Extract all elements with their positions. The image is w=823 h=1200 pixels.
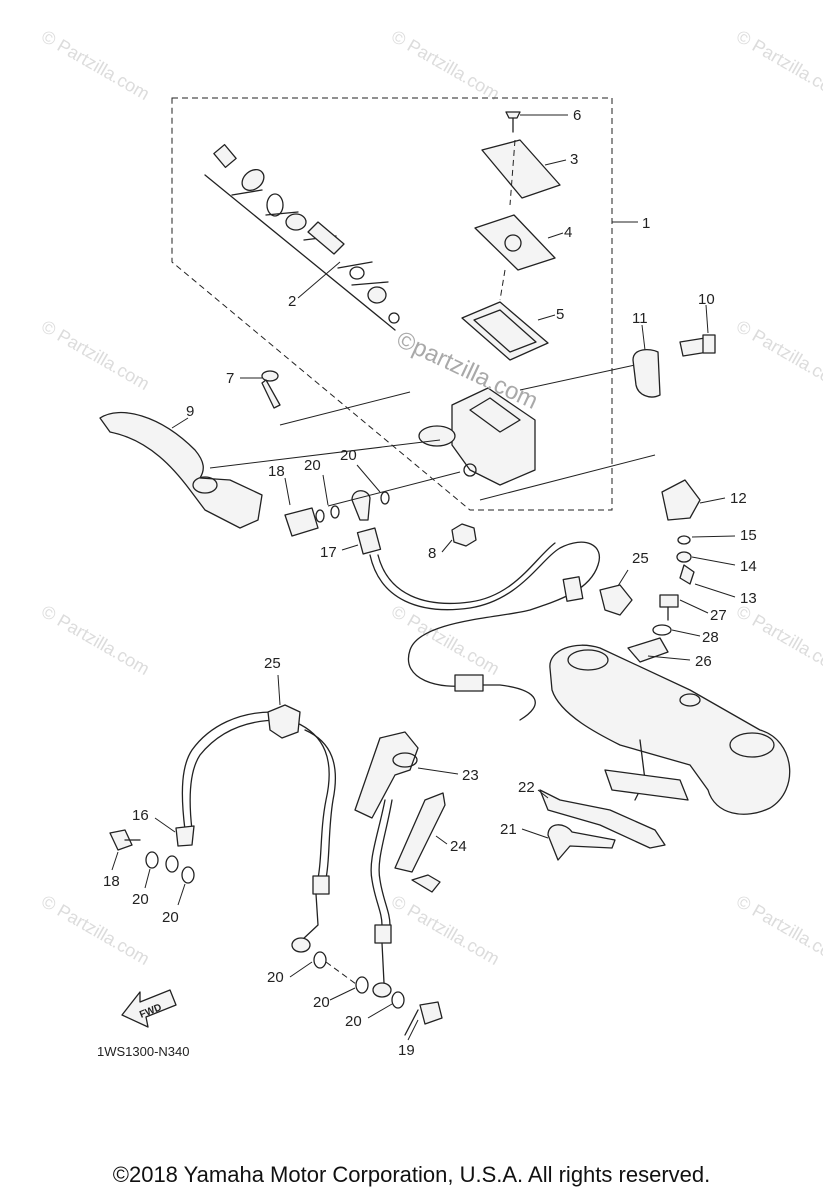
callout-label: 20 xyxy=(304,457,321,474)
hose-joint xyxy=(454,674,484,692)
brake-hose-left xyxy=(154,711,281,847)
watermark: © Partzilla.com xyxy=(388,26,503,104)
banjo-bolt-assembly-upper xyxy=(284,464,461,555)
callout-label: 20 xyxy=(313,994,330,1011)
callout-label: 20 xyxy=(345,1013,362,1030)
callout-labels: 1 2 3 4 5 6 7 8 9 10 11 12 13 14 15 16 1… xyxy=(103,107,757,1059)
callout-label: 26 xyxy=(695,653,712,670)
lower-bracket xyxy=(549,644,791,815)
callout-label: 9 xyxy=(186,403,194,420)
watermark: © Partzilla.com xyxy=(388,601,503,679)
callout-label: 25 xyxy=(632,550,649,567)
diagram-model-code: 1WS1300-N340 xyxy=(97,1044,190,1059)
callout-label: 20 xyxy=(267,969,284,986)
callout-label: 18 xyxy=(268,463,285,480)
reservoir-cap-stack xyxy=(461,111,568,361)
callout-label: 2 xyxy=(288,293,296,310)
callout-label: 11 xyxy=(632,310,648,327)
banjo-bolt-assembly-lower xyxy=(289,951,443,1041)
callout-label: 21 xyxy=(500,821,517,838)
callout-label: 3 xyxy=(570,151,578,168)
hose-clamp-22 xyxy=(537,789,666,849)
watermark: © Partzilla.com xyxy=(388,891,503,969)
hose-fitting xyxy=(562,576,584,602)
callout-label: 20 xyxy=(340,447,357,464)
lever-pivot-bolt xyxy=(240,370,281,409)
master-cylinder-body xyxy=(209,364,656,501)
callout-label: 8 xyxy=(428,545,436,562)
brake-hose-center xyxy=(291,721,337,953)
callout-label: 5 xyxy=(556,306,564,323)
callout-label: 18 xyxy=(103,873,120,890)
watermark: © Partzilla.com xyxy=(733,316,823,394)
brake-lever xyxy=(99,411,263,529)
callout-label: 28 xyxy=(702,629,719,646)
master-cylinder-holder xyxy=(632,324,661,398)
hose-guide-23 xyxy=(354,731,459,819)
callout-label: 16 xyxy=(132,807,149,824)
callout-label: 20 xyxy=(132,891,149,908)
brake-hose-upper-edge xyxy=(377,542,556,605)
brake-hose-right xyxy=(370,799,393,998)
hose-guide-lower xyxy=(267,674,301,739)
master-cylinder-assembly-boundary xyxy=(171,97,613,511)
callout-label: 27 xyxy=(710,607,727,624)
watermark: © Partzilla.com xyxy=(38,316,153,394)
callout-label: 12 xyxy=(730,490,747,507)
callout-label: 17 xyxy=(320,544,337,561)
callout-label: 1 xyxy=(642,215,650,232)
watermark: © Partzilla.com xyxy=(733,601,823,679)
banjo-bolt-assembly-left xyxy=(109,829,195,906)
callout-label: 6 xyxy=(573,107,581,124)
callout-label: 20 xyxy=(162,909,179,926)
copyright-notice: ©2018 Yamaha Motor Corporation, U.S.A. A… xyxy=(112,1162,711,1187)
callout-label: 19 xyxy=(398,1042,415,1059)
front-brake-switch xyxy=(661,479,736,598)
hose-guide-24 xyxy=(394,792,448,893)
callout-label: 10 xyxy=(698,291,715,308)
callout-label: 13 xyxy=(740,590,757,607)
watermark: © Partzilla.com xyxy=(38,26,153,104)
holder-bolt xyxy=(679,304,716,357)
callout-label: 23 xyxy=(462,767,479,784)
callout-label: 15 xyxy=(740,527,757,544)
callout-label: 7 xyxy=(226,370,234,387)
hose-clamp-21 xyxy=(521,824,616,861)
callout-label: 4 xyxy=(564,224,572,241)
bracket-bolt xyxy=(627,594,709,663)
callout-label: 22 xyxy=(518,779,535,796)
callout-label: 14 xyxy=(740,558,757,575)
callout-label: 25 xyxy=(264,655,281,672)
watermark: © Partzilla.com xyxy=(733,26,823,104)
lever-nut xyxy=(441,523,477,553)
piston-kit xyxy=(204,143,400,331)
forward-direction-arrow: FWD xyxy=(121,989,177,1028)
watermark: © Partzilla.com xyxy=(733,891,823,969)
hose-guide-upper xyxy=(599,569,633,616)
callout-label: 24 xyxy=(450,838,467,855)
watermark: © Partzilla.com xyxy=(38,601,153,679)
